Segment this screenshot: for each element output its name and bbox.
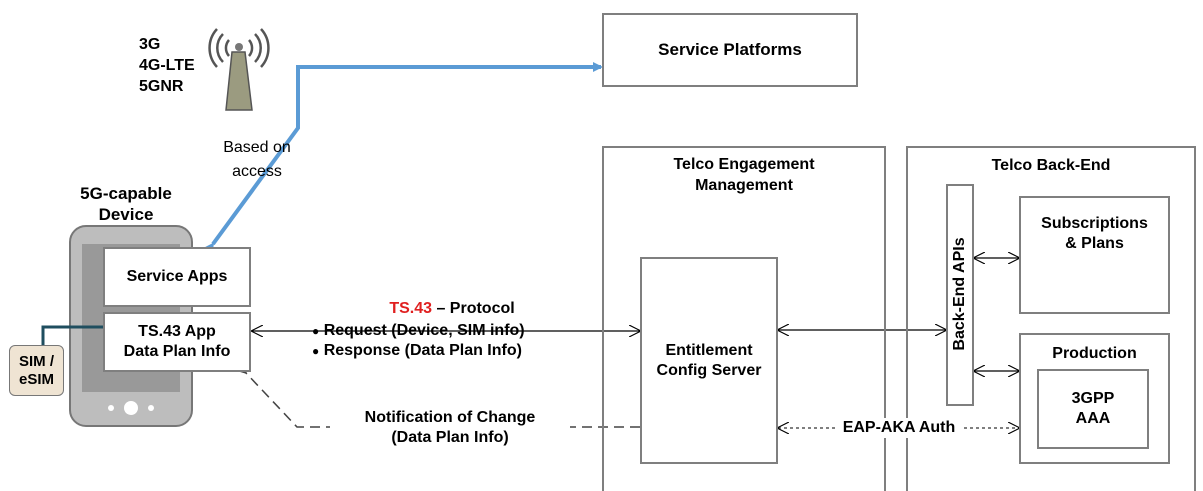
sim-card: SIM / eSIM xyxy=(9,345,64,396)
backend-title: Telco Back-End xyxy=(991,157,1111,174)
telco-backend-panel xyxy=(906,146,1196,491)
device-title: 5G-capable Device xyxy=(80,184,172,224)
service-apps-label: Service Apps xyxy=(126,268,228,285)
service-apps-box: Service Apps xyxy=(103,247,251,307)
ts43-app-box: TS.43 App Data Plan Info xyxy=(103,312,251,372)
protocol-items: ● Request (Device, SIM info) ● Response … xyxy=(312,322,525,359)
tech-3g: 3G xyxy=(139,36,161,53)
tech-4g-lte: 4G-LTE xyxy=(139,57,195,74)
service-platforms-box: Service Platforms xyxy=(602,13,858,87)
eap-auth-label: EAP-AKA Auth xyxy=(836,418,962,438)
production-label: Production xyxy=(1052,345,1137,362)
tech-5gnr: 5GNR xyxy=(139,78,184,95)
access-link-arrow xyxy=(204,62,603,254)
protocol-title: TS.43 – Protocol xyxy=(389,300,515,317)
cell-tower-icon xyxy=(208,28,270,111)
bullet-icon: ● xyxy=(312,324,320,338)
notification-label: Notification of Change (Data Plan Info) xyxy=(330,408,570,448)
aaa-box: 3GPP AAA xyxy=(1037,369,1149,449)
engagement-title: Telco Engagement Management xyxy=(673,156,815,194)
bullet-icon: ● xyxy=(312,344,320,358)
service-platforms-label: Service Platforms xyxy=(658,40,802,59)
access-note: Based on access xyxy=(223,139,291,180)
ts43-highlight: TS.43 xyxy=(389,300,432,317)
network-technologies: 3G 4G-LTE 5GNR xyxy=(139,34,195,97)
backend-apis-box xyxy=(946,184,974,406)
backend-apis-label: Back-End APIs xyxy=(951,237,968,351)
subscriptions-box: Subscriptions & Plans xyxy=(1019,196,1170,314)
telco-engagement-panel xyxy=(602,146,886,491)
entitlement-server-box: Entitlement Config Server xyxy=(640,257,778,464)
